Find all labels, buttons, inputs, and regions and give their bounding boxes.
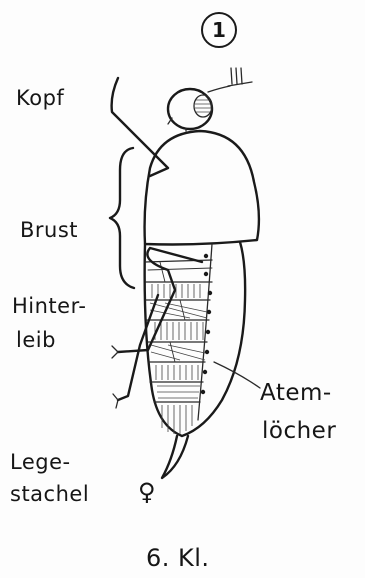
label-spiracles-line2: löcher [262,420,336,443]
female-symbol: ♀ [138,480,156,504]
label-ovipositor-line1: Lege- [10,452,71,473]
figure-number: 1 [201,12,237,48]
thorax-bracket [110,148,134,288]
label-spiracles-line1: Atem- [260,382,332,405]
insect-legs [112,78,202,408]
label-thorax: Brust [20,220,78,241]
insect-thorax [145,131,259,245]
insect-head [168,89,212,131]
label-abdomen-line2: leib [16,330,56,351]
ovipositor [162,436,188,478]
insect-abdomen [145,242,246,436]
label-abdomen-line1: Hinter- [12,296,86,317]
antenna-mark [208,68,252,92]
class-footer: 6. Kl. [146,546,210,570]
label-head: Kopf [16,88,64,109]
label-ovipositor-line2: stachel [10,484,89,505]
